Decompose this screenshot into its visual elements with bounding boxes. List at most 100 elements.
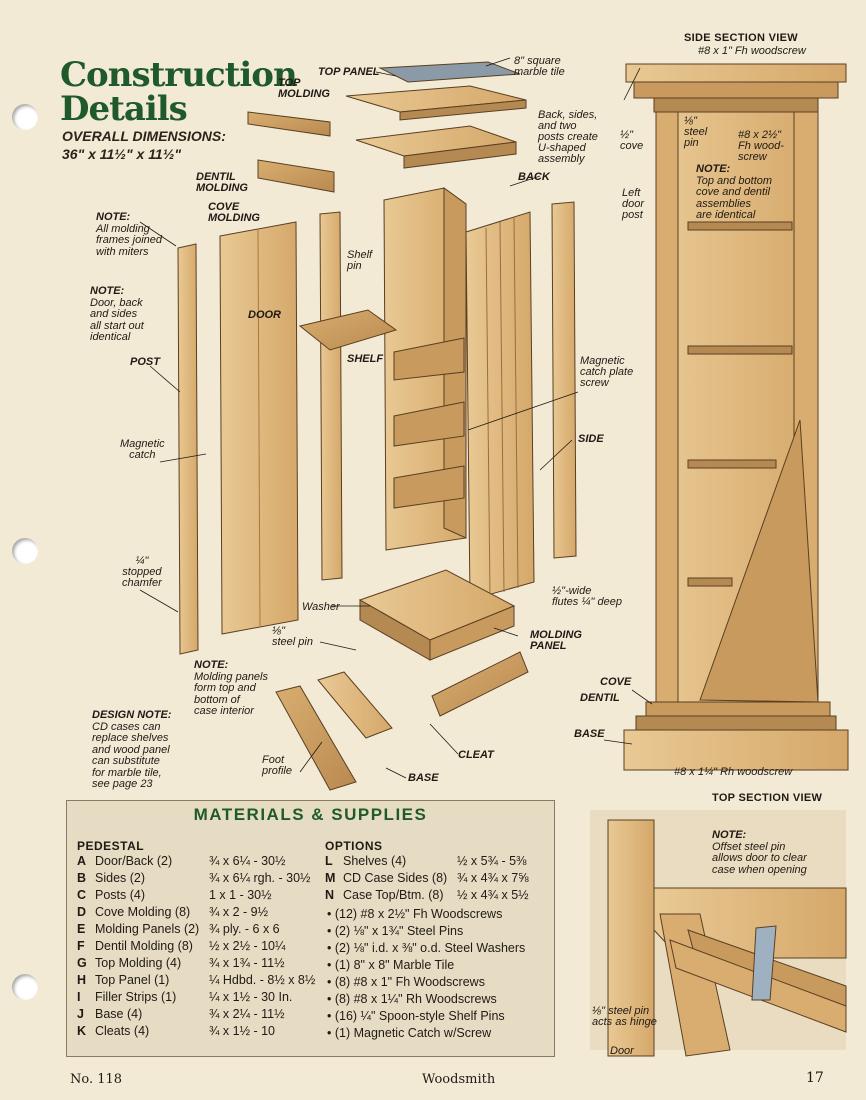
label-cove-molding: COVE MOLDING: [208, 201, 260, 224]
case-parts: [177, 187, 577, 655]
label-shelf-pin: Shelf pin: [347, 249, 373, 272]
list-item: (12) #8 x 2½" Fh Woodscrews: [327, 906, 502, 923]
top-assembly: [247, 61, 527, 193]
label-cleat: CLEAT: [458, 749, 494, 761]
label-steel-pin: ⅛" steel pin: [272, 625, 313, 648]
list-item: (1) 8" x 8" Marble Tile: [327, 957, 454, 974]
label-side-dentil: DENTIL: [580, 692, 620, 704]
item-dim: ¼ x 1½ - 30 In.: [209, 990, 293, 1004]
item-dim: ¾ x 2 - 9½: [209, 905, 269, 919]
label-shelf: SHELF: [347, 353, 384, 365]
page-number: 17: [806, 1070, 824, 1086]
label-woodscrew-top: #8 x 1" Fh woodscrew: [698, 45, 806, 57]
item-dim: 1 x 1 - 30½: [209, 888, 272, 902]
item-dim: ¾ x 6¼ - 30½: [209, 854, 286, 868]
label-half-cove: ½" cove: [620, 129, 644, 152]
label-marble-tile: 8" square marble tile: [514, 55, 565, 78]
label-molding-panel: MOLDING PANEL: [530, 629, 582, 652]
label-magnetic-catch: Magnetic catch: [120, 438, 165, 461]
item-name: Top Molding (4): [95, 956, 182, 970]
item-key: M: [325, 871, 336, 885]
item-dim: ¾ x 1½ - 10: [209, 1024, 276, 1038]
item-dim: ½ x 5¾ - 5⅜: [457, 854, 527, 868]
top-section-title: TOP SECTION VIEW: [712, 792, 823, 804]
note-text: Molding panels form top and bottom of ca…: [194, 670, 268, 717]
item-dim: ¾ x 4¾ x 7⅝: [457, 871, 529, 885]
base-assembly: [275, 569, 529, 791]
note-heading: NOTE:: [96, 211, 131, 223]
item-name: Posts (4): [95, 888, 146, 902]
pedestal-heading: PEDESTAL: [77, 839, 145, 853]
item-name: Dentil Molding (8): [95, 939, 193, 953]
item-key: B: [77, 871, 87, 885]
note-top-section: NOTE: Offset steel pin allows door to cl…: [712, 829, 807, 876]
list-item: K Cleats (4) ¾ x 1½ - 10: [77, 1023, 275, 1040]
label-rh-screw: #8 x 1¼" Rh woodscrew: [674, 766, 793, 778]
label-top-molding: TOP MOLDING: [278, 77, 330, 100]
list-item: M CD Case Sides (8) ¾ x 4¾ x 7⅝: [325, 870, 529, 887]
item-key: K: [77, 1024, 87, 1038]
item-key: A: [77, 854, 87, 868]
list-item: C Posts (4) 1 x 1 - 30½: [77, 887, 272, 904]
label-side-cove: COVE: [600, 676, 632, 688]
item-name: Top Panel (1): [95, 973, 170, 987]
label-top-panel: TOP PANEL: [318, 66, 380, 78]
note-heading: NOTE:: [194, 659, 229, 671]
item-dim: ¾ x 6¼ rgh. - 30½: [209, 871, 311, 885]
label-back: BACK: [518, 171, 550, 183]
item-dim: ¾ x 2¼ - 11½: [209, 1007, 285, 1021]
note-text: Offset steel pin allows door to clear ca…: [712, 840, 807, 876]
item-name: Filler Strips (1): [95, 990, 177, 1004]
item-name: Cleats (4): [95, 1024, 150, 1038]
label-fh-screw: #8 x 2½" Fh wood- screw: [738, 129, 784, 163]
label-door: DOOR: [248, 309, 281, 321]
item-key: H: [77, 973, 87, 987]
options-heading: OPTIONS: [325, 839, 383, 853]
overall-dimensions-value: 36" x 11½" x 11½": [62, 146, 182, 162]
top-section-illustration: [590, 810, 847, 1057]
side-section-illustration: [623, 63, 849, 771]
list-item: (2) ⅛" x 1¾" Steel Pins: [327, 923, 463, 940]
list-item: (16) ¼" Spoon-style Shelf Pins: [327, 1008, 505, 1025]
page-title: Construction Details: [60, 55, 298, 129]
note-heading: NOTE:: [712, 829, 747, 841]
magazine-name: Woodsmith: [422, 1072, 496, 1087]
label-washer: Washer: [302, 601, 340, 613]
list-item: (1) Magnetic Catch w/Screw: [327, 1025, 491, 1042]
label-left-door-post: Left door post: [622, 187, 645, 221]
side-section-title: SIDE SECTION VIEW: [684, 32, 798, 44]
leader-lines: [139, 57, 653, 779]
note-miters: NOTE: All molding frames joined with mit…: [96, 211, 162, 258]
item-key: N: [325, 888, 335, 902]
note-text: CD cases can replace shelves and wood pa…: [92, 720, 170, 790]
label-back-sides: Back, sides, and two posts create U-shap…: [538, 109, 598, 165]
item-name: Shelves (4): [343, 854, 407, 868]
label-side: SIDE: [578, 433, 604, 445]
item-key: C: [77, 888, 87, 902]
item-dim: ¾ x 1¾ - 11½: [209, 956, 285, 970]
label-magnetic-catch-plate: Magnetic catch plate screw: [580, 355, 634, 389]
overall-dimensions-label: OVERALL DIMENSIONS:: [62, 128, 226, 144]
note-identical: NOTE: Door, back and sides all start out…: [90, 285, 144, 344]
note-side-section: NOTE: Top and bottom cove and dentil ass…: [696, 163, 772, 222]
label-base: BASE: [408, 772, 439, 784]
item-dim: ½ x 4¾ x 5½: [457, 888, 529, 902]
item-name: Molding Panels (2): [95, 922, 200, 936]
item-name: CD Case Sides (8): [343, 871, 448, 885]
item-key: J: [77, 1007, 84, 1021]
item-key: D: [77, 905, 87, 919]
issue-number: No. 118: [70, 1072, 123, 1087]
list-item: (8) #8 x 1" Fh Woodscrews: [327, 974, 485, 991]
label-flutes: ½"-wide flutes ¼" deep: [552, 585, 622, 608]
label-side-base: BASE: [574, 728, 605, 740]
note-heading: NOTE:: [696, 163, 731, 175]
item-key: G: [77, 956, 87, 970]
